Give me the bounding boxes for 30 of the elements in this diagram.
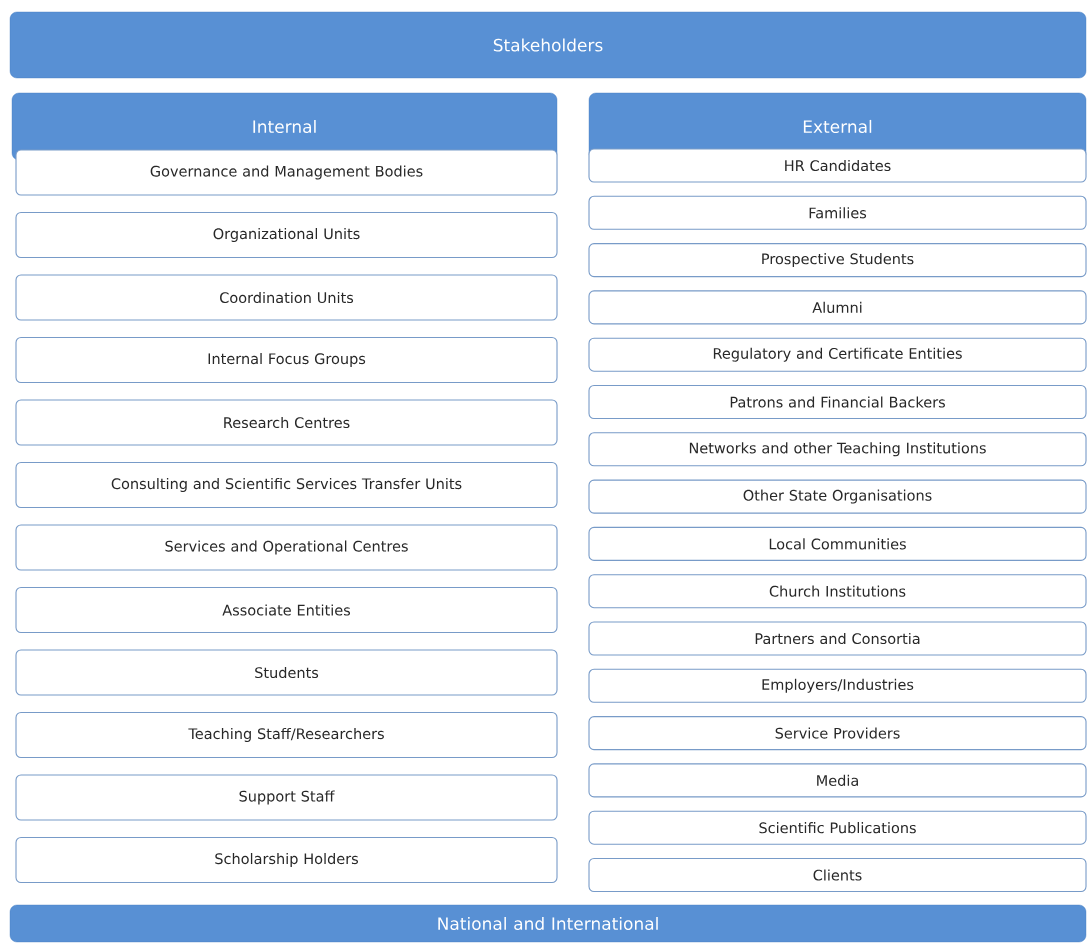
stakeholder-box: Support Staff bbox=[15, 774, 558, 821]
stakeholder-box: Partners and Consortia bbox=[588, 621, 1087, 656]
stakeholder-box: Prospective Students bbox=[588, 243, 1087, 278]
stakeholder-box: Scientific Publications bbox=[588, 810, 1087, 845]
stakeholder-box: Regulatory and Certificate Entities bbox=[588, 337, 1087, 372]
stakeholder-box: Students bbox=[15, 649, 558, 696]
stakeholder-box: Families bbox=[588, 195, 1087, 230]
stakeholder-box: Governance and Management Bodies bbox=[15, 149, 558, 196]
stakeholder-box: Alumni bbox=[588, 290, 1087, 325]
stakeholder-box: Internal Focus Groups bbox=[15, 336, 558, 384]
stakeholder-box: Employers/Industries bbox=[588, 668, 1087, 703]
stakeholder-box: Scholarship Holders bbox=[15, 836, 558, 884]
stakeholder-box: Service Providers bbox=[588, 716, 1087, 751]
header-band: National and International bbox=[9, 904, 1087, 943]
stakeholder-box: Teaching Staff/Researchers bbox=[15, 711, 558, 759]
stakeholder-box: Services and Operational Centres bbox=[15, 524, 558, 571]
stakeholder-box: HR Candidates bbox=[588, 148, 1087, 183]
stakeholder-box: Research Centres bbox=[15, 399, 558, 446]
stakeholder-box: Coordination Units bbox=[15, 274, 558, 321]
stakeholder-box: Networks and other Teaching Institutions bbox=[588, 432, 1087, 467]
stakeholder-box: Other State Organisations bbox=[588, 479, 1087, 514]
stakeholder-box: Associate Entities bbox=[15, 586, 558, 634]
stakeholder-box: Consulting and Scientific Services Transfer Units bbox=[15, 461, 558, 509]
header-band: Stakeholders bbox=[9, 11, 1087, 79]
stakeholder-box: Patrons and Financial Backers bbox=[588, 384, 1087, 420]
stakeholder-box: Clients bbox=[588, 857, 1087, 893]
stakeholder-box: Organizational Units bbox=[15, 211, 558, 259]
stakeholder-box: Local Communities bbox=[588, 526, 1087, 561]
stakeholder-box: Media bbox=[588, 763, 1087, 798]
stakeholder-box: Church Institutions bbox=[588, 574, 1087, 609]
